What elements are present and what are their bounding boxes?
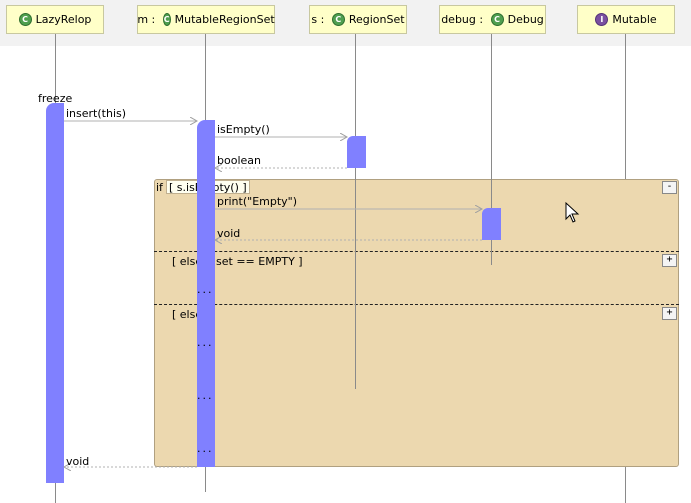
lifeline-name: LazyRelop	[35, 13, 92, 26]
class-icon: C	[162, 13, 171, 26]
lifeline-s-line-over	[355, 179, 356, 389]
collapse-operand-button[interactable]: -	[662, 181, 677, 194]
class-icon: C	[331, 13, 345, 26]
lifeline-header-s[interactable]: s : C RegionSet	[309, 5, 407, 34]
operand-separator-else	[154, 304, 679, 305]
message-void-outer-label[interactable]: void	[66, 455, 90, 468]
message-boolean-label[interactable]: boolean	[217, 154, 261, 167]
fragment-operator-label: if	[156, 181, 163, 194]
lifeline-header-m[interactable]: m : C MutableRegionSet	[137, 5, 275, 34]
collapsed-content-dots-2: ...	[197, 336, 214, 349]
activation-m[interactable]	[197, 120, 215, 467]
activation-debug[interactable]	[482, 208, 501, 240]
lifeline-header-lazyrelop[interactable]: C LazyRelop	[6, 5, 104, 34]
class-icon: C	[18, 13, 32, 26]
message-void-inner-label[interactable]: void	[217, 227, 241, 240]
expand-operand-else-button[interactable]: +	[662, 307, 677, 320]
message-isempty-label[interactable]: isEmpty()	[217, 123, 270, 136]
class-icon: C	[490, 13, 504, 26]
message-freeze-label[interactable]: freeze	[38, 92, 73, 105]
operand-separator-elseif	[154, 251, 679, 252]
activation-s[interactable]	[347, 136, 366, 168]
lifeline-debug-line	[491, 34, 492, 265]
combined-fragment-if[interactable]	[154, 179, 679, 467]
lifeline-header-debug[interactable]: debug : C Debug	[439, 5, 546, 34]
lifeline-type-name: Debug	[507, 13, 544, 26]
lifeline-name: Mutable	[612, 13, 657, 26]
activation-lazyrelop[interactable]	[46, 103, 64, 483]
collapsed-content-dots-1: ...	[197, 283, 214, 296]
collapsed-content-dots-4: ...	[197, 442, 214, 455]
message-print-label[interactable]: print("Empty")	[217, 195, 298, 208]
lifeline-instance-name: s :	[311, 13, 328, 26]
collapsed-content-dots-3: ...	[197, 389, 214, 402]
lifeline-type-name: MutableRegionSet	[174, 13, 275, 26]
lifeline-instance-name: m :	[137, 13, 159, 26]
interface-icon: I	[595, 13, 609, 26]
message-insert-label[interactable]: insert(this)	[66, 107, 127, 120]
lifeline-header-mutable[interactable]: I Mutable	[577, 5, 675, 34]
mouse-cursor-icon	[565, 201, 580, 223]
expand-operand-elseif-button[interactable]: +	[662, 254, 677, 267]
lifeline-type-name: RegionSet	[348, 13, 405, 26]
lifeline-instance-name: debug :	[441, 13, 487, 26]
